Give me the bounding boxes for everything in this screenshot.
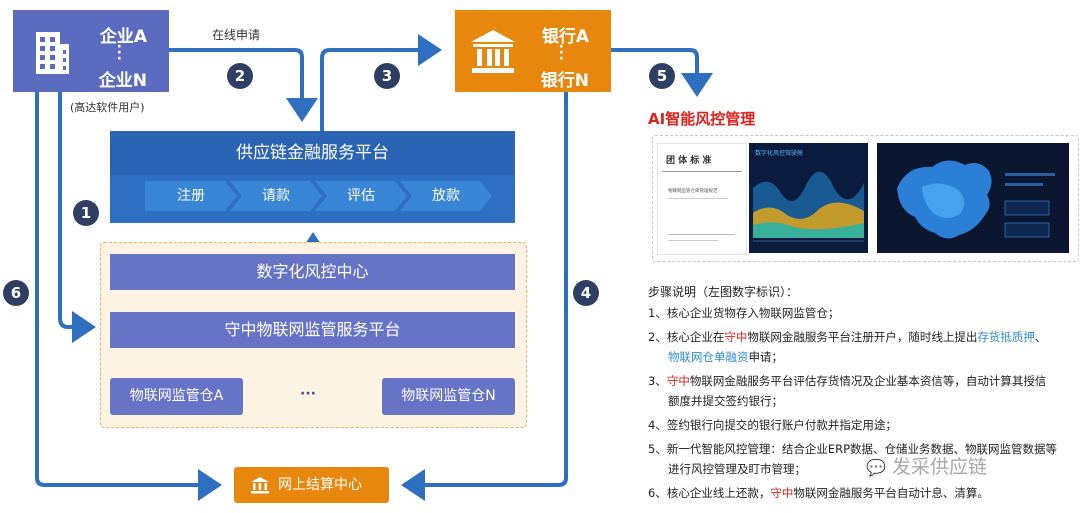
- step-4-badge: 4: [573, 280, 599, 306]
- watermark-text: 发采供应链: [891, 456, 987, 478]
- step-description-1: 1、核心企业货物存入物联网监管仓；: [648, 306, 840, 320]
- platform-title: 供应链金融服务平台: [110, 131, 515, 175]
- vertical-ellipsis: ···: [558, 39, 564, 67]
- step-description-5-cont: 进行风控管理及盯市管理；: [668, 462, 806, 476]
- enterprise-a-label: 企业A: [99, 27, 147, 47]
- warehouse-a: 物联网监管仓A: [110, 378, 243, 415]
- bank-box: 银行A ··· 银行N: [455, 10, 611, 92]
- iot-platform-bar: 守中物联网监管服务平台: [110, 312, 515, 348]
- arrow-repay: [35, 92, 222, 501]
- process-request: 请款: [230, 181, 322, 211]
- dashboard-chart-image: 数字化风控驾驶舱: [749, 143, 868, 253]
- warehouse-n: 物联网监管仓N: [382, 378, 515, 415]
- settlement-center: 网上结算中心: [234, 467, 389, 503]
- step-1-badge: 1: [73, 200, 99, 226]
- watermark: 💬 发采供应链: [866, 452, 987, 479]
- map-graphic: [897, 160, 1055, 239]
- bank-icon: [471, 30, 515, 73]
- settlement-label: 网上结算中心: [278, 477, 362, 493]
- process-disburse: 放款: [400, 181, 492, 211]
- warehouse-ellipsis: ···: [300, 386, 316, 402]
- step-3-badge: 3: [374, 63, 400, 89]
- building-icon: [36, 32, 69, 74]
- online-apply-label: 在线申请: [212, 28, 261, 42]
- step-2-badge: 2: [227, 63, 253, 89]
- steps-description-title: 步骤说明（左图数字标识）：: [648, 285, 799, 299]
- area-chart-graphic: [753, 171, 864, 242]
- doc-subtitle: 物联网监管仓库管理规范: [668, 189, 718, 194]
- enterprise-box: 企业A ··· 企业N: [13, 10, 169, 92]
- arrow-to-bank: [320, 34, 442, 131]
- bank-icon: [251, 477, 269, 494]
- doc-title: 团 体 标 准: [666, 156, 712, 166]
- step-description-3-cont: 额度并提交签约银行；: [668, 394, 783, 408]
- bank-n-label: 银行N: [540, 71, 589, 91]
- bank-a-label: 银行A: [541, 27, 589, 47]
- step-5-badge: 5: [649, 63, 675, 89]
- vertical-ellipsis: ···: [116, 39, 122, 67]
- arrow-goods-in: [58, 92, 96, 343]
- wechat-icon: 💬: [866, 458, 886, 477]
- enterprise-n-label: 企业N: [98, 71, 147, 91]
- standard-document-image: 团 体 标 准 物联网监管仓库管理规范: [657, 143, 747, 255]
- step-description-6: 6、核心企业线上还款，守中物联网金融服务平台自动计息、清算。: [648, 486, 989, 500]
- step-description-2-cont: 物联网仓单融资申请；: [668, 350, 783, 364]
- step-description-5: 5、新一代智能风控管理：结合企业ERP数据、仓储业务数据、物联网监管数据等: [648, 442, 1058, 456]
- process-register: 注册: [145, 181, 237, 211]
- arrow-to-ai: [611, 48, 713, 97]
- process-evaluate: 评估: [315, 181, 407, 211]
- step-6-badge: 6: [3, 280, 29, 306]
- ai-risk-title: AI智能风控管理: [648, 110, 756, 128]
- risk-center-bar: 数字化风控中心: [110, 254, 515, 290]
- china-map-image: [877, 143, 1069, 253]
- step-description-4: 4、签约银行向提交的银行账户付款并指定用途；: [648, 418, 897, 432]
- step-description-2: 2、核心企业在守中物联网金融服务平台注册开户，随时线上提出存货抵质押、: [648, 330, 1047, 344]
- enterprise-note: (高达软件用户): [70, 101, 145, 114]
- arrow-online-apply: [169, 48, 318, 122]
- arrow-pay: [401, 92, 568, 501]
- dashboard-title: 数字化风控驾驶舱: [755, 150, 804, 157]
- step-description-3: 3、守中物联网金融服务平台评估存货情况及企业基本资信等，自动计算其授信: [648, 374, 1047, 388]
- ai-images-frame: [652, 135, 1079, 262]
